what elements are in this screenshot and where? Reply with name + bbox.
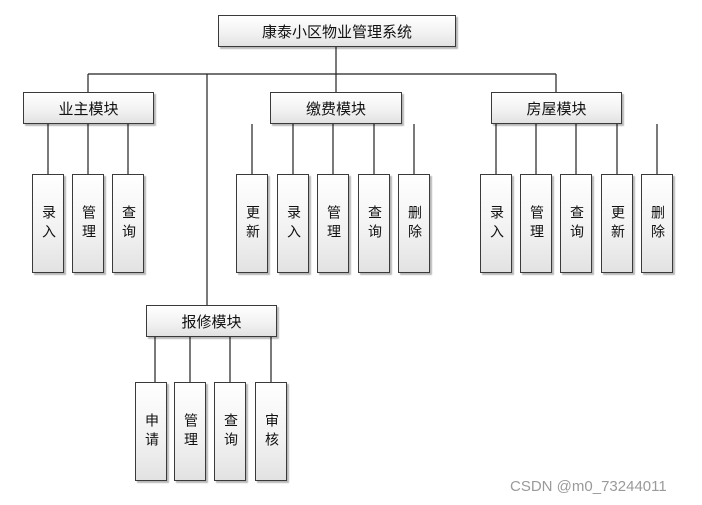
house-leaf: 更新: [601, 174, 633, 273]
repair-leaf: 查询: [214, 382, 246, 481]
house-leaf: 管理: [520, 174, 552, 273]
payment-leaf-label: 更新: [244, 204, 260, 243]
house-leaf: 删除: [641, 174, 673, 273]
house-leaf: 查询: [560, 174, 592, 273]
owner-leaf-label: 录入: [40, 204, 56, 243]
owner-leaf-label: 管理: [80, 204, 96, 243]
owner-leaf: 查询: [112, 174, 144, 273]
repair-leaf: 管理: [174, 382, 206, 481]
repair-leaf-label: 查询: [222, 412, 238, 451]
root-node: 康泰小区物业管理系统: [218, 15, 456, 47]
watermark-text: CSDN @m0_73244011: [510, 478, 667, 495]
house-leaf-label: 管理: [528, 204, 544, 243]
repair-leaf-label: 管理: [182, 412, 198, 451]
payment-leaf: 删除: [398, 174, 430, 273]
repair-leaf-label: 申请: [143, 412, 159, 451]
payment-leaf-label: 管理: [325, 204, 341, 243]
module-owner: 业主模块: [23, 92, 154, 124]
module-payment-label: 缴费模块: [305, 99, 366, 118]
module-payment: 缴费模块: [270, 92, 402, 124]
payment-leaf-label: 删除: [406, 204, 422, 243]
module-repair: 报修模块: [146, 305, 277, 337]
payment-leaf-label: 查询: [366, 204, 382, 243]
module-house-label: 房屋模块: [526, 99, 587, 118]
repair-leaf-label: 审核: [263, 412, 279, 451]
owner-leaf: 管理: [72, 174, 104, 273]
payment-leaf-label: 录入: [285, 204, 301, 243]
payment-leaf: 更新: [236, 174, 268, 273]
repair-leaf: 审核: [255, 382, 287, 481]
house-leaf-label: 查询: [568, 204, 584, 243]
payment-leaf: 管理: [317, 174, 349, 273]
owner-leaf-label: 查询: [120, 204, 136, 243]
module-house: 房屋模块: [491, 92, 622, 124]
house-leaf-label: 删除: [649, 204, 665, 243]
house-leaf: 录入: [480, 174, 512, 273]
house-leaf-label: 更新: [609, 204, 625, 243]
payment-leaf: 查询: [358, 174, 390, 273]
module-repair-label: 报修模块: [181, 312, 242, 331]
module-owner-label: 业主模块: [58, 99, 119, 118]
owner-leaf: 录入: [32, 174, 64, 273]
house-leaf-label: 录入: [488, 204, 504, 243]
payment-leaf: 录入: [277, 174, 309, 273]
repair-leaf: 申请: [135, 382, 167, 481]
root-label: 康泰小区物业管理系统: [261, 22, 412, 41]
